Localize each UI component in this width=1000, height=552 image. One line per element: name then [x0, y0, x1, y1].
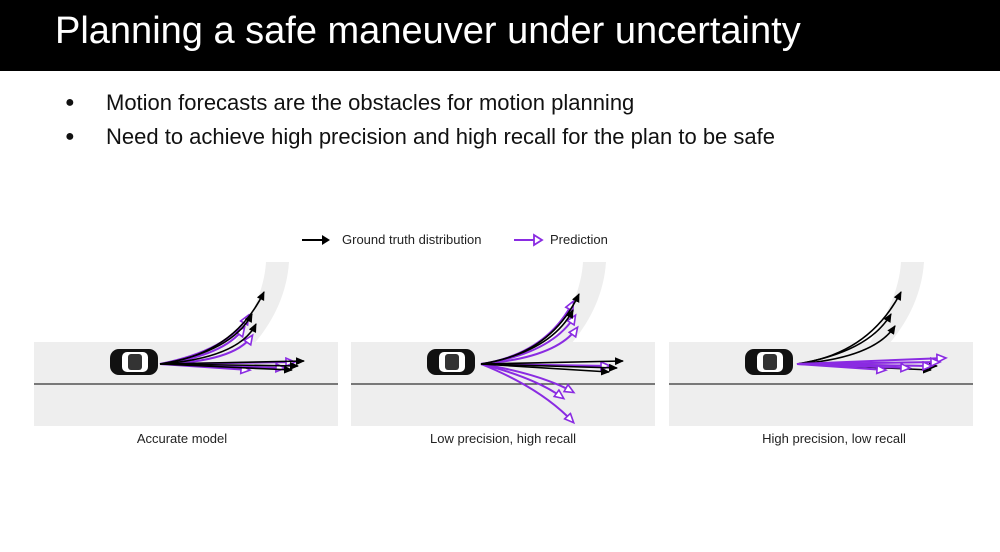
scenario-diagram — [351, 262, 655, 426]
prediction-arrow-icon — [514, 233, 544, 247]
prediction-arrows — [796, 358, 945, 370]
road-curve — [869, 262, 924, 344]
panel-caption: Accurate model — [136, 431, 228, 446]
car-icon — [110, 349, 158, 375]
legend-prediction-label: Prediction — [550, 232, 608, 247]
road-curve — [551, 262, 606, 344]
panel-accurate-model — [34, 258, 338, 428]
slide-title: Planning a safe maneuver under uncertain… — [55, 10, 801, 52]
panel-high-precision-low-recall — [669, 258, 973, 428]
title-bar: Planning a safe maneuver under uncertain… — [0, 0, 1000, 71]
panel-low-precision-high-recall — [351, 258, 655, 428]
ground-truth-arrows — [159, 291, 305, 374]
bullet-dot-icon: ● — [65, 128, 75, 145]
panel-caption: Low precision, high recall — [430, 431, 576, 446]
bullet-text: Need to achieve high precision and high … — [106, 124, 775, 149]
legend-ground-truth-label: Ground truth distribution — [342, 232, 482, 247]
panel-caption: High precision, low recall — [762, 431, 906, 446]
car-icon — [745, 349, 793, 375]
ground-truth-arrow-icon — [302, 235, 330, 245]
ground-truth-arrows — [480, 293, 624, 376]
bullet-dot-icon: ● — [65, 94, 75, 111]
bullet-text: Motion forecasts are the obstacles for m… — [106, 90, 635, 115]
car-icon — [427, 349, 475, 375]
scenario-diagram — [669, 262, 973, 426]
scenario-diagram — [34, 262, 338, 426]
